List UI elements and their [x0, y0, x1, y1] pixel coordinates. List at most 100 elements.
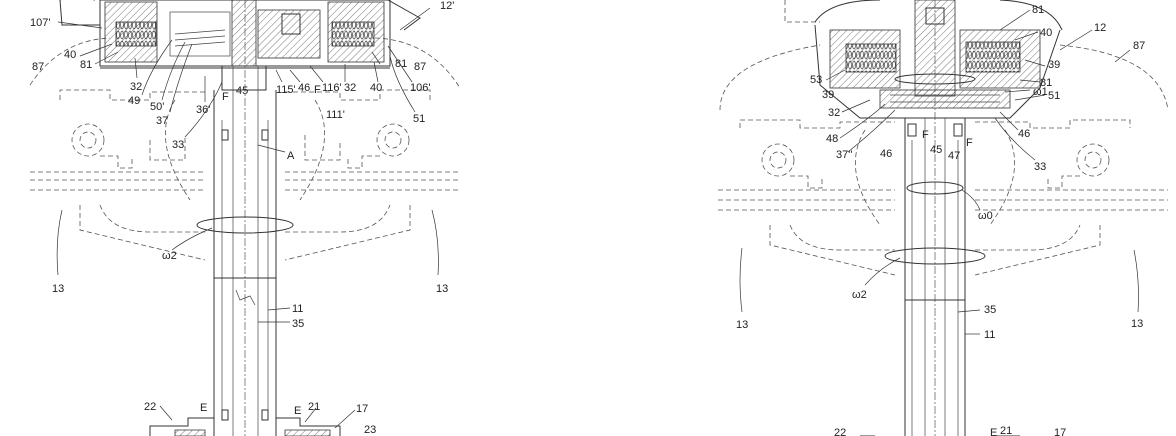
label-r47: 47	[948, 150, 960, 162]
label-106: 106'	[410, 82, 430, 94]
label-87b: 87	[414, 61, 426, 73]
label-13a: 13	[52, 283, 64, 295]
label-40a: 40	[64, 49, 76, 61]
right-dome-right	[1059, 44, 1169, 111]
leader-46	[289, 69, 301, 83]
leader-r53	[825, 69, 846, 81]
left-flange-right	[276, 417, 341, 436]
label-rE: E	[990, 427, 997, 436]
right-cap-right	[999, 0, 1063, 31]
label-40b: 40	[370, 82, 382, 94]
label-12: 12'	[440, 0, 454, 12]
leader-r81a	[999, 9, 1031, 31]
leader-r51	[1014, 94, 1046, 101]
leader-r87	[1114, 49, 1131, 63]
label-r87: 87	[1133, 40, 1145, 52]
left-flange-left	[149, 417, 214, 436]
right-cap-left	[814, 0, 881, 23]
left-flange-hatch-l	[174, 429, 206, 436]
label-E-right: E	[294, 405, 301, 417]
label-45: 45	[236, 85, 248, 97]
label-r17: 17	[1054, 427, 1066, 436]
label-r22: 22	[834, 427, 846, 436]
right-gear-teeth	[890, 94, 1000, 103]
label-23: 23	[364, 424, 376, 436]
left-flange-hatch-r	[284, 429, 331, 436]
label-35: 35	[292, 318, 304, 330]
left-bearing-1	[221, 129, 229, 141]
leader-50	[161, 41, 186, 101]
right-control-line	[784, 0, 820, 23]
left-shaft-break	[235, 289, 256, 306]
leader-116	[309, 65, 324, 83]
label-r21: 21	[1000, 425, 1012, 436]
label-r11: 11	[984, 329, 995, 341]
left-rotation-w2-ellipse	[196, 216, 294, 234]
label-81b: 81	[395, 58, 407, 70]
left-dome-right	[374, 37, 461, 89]
label-22: 22	[144, 401, 156, 413]
right-rotation-w0-ellipse	[906, 181, 964, 195]
leader-r37	[847, 109, 896, 153]
left-housing-outline	[59, 0, 100, 26]
left-coil-right	[331, 21, 375, 47]
left-arrow-13a	[56, 209, 63, 276]
left-hex-nut	[281, 13, 301, 35]
right-arrow-13a	[739, 247, 743, 313]
leader-51	[389, 55, 416, 113]
leader-r48	[839, 103, 886, 139]
label-32b: 32	[344, 82, 356, 94]
label-46: 46	[298, 82, 310, 94]
label-r32: 32	[828, 107, 840, 119]
left-surround-dashed	[30, 89, 460, 261]
label-r39b: 39	[1048, 59, 1060, 71]
leader-40b	[373, 61, 379, 83]
leader-r33	[994, 117, 1036, 161]
label-17: 17	[356, 403, 368, 415]
leader-22	[159, 405, 173, 421]
left-bearing-3	[221, 409, 229, 421]
label-A: A	[287, 150, 295, 162]
leader-11	[267, 307, 291, 311]
label-11: 11	[292, 303, 303, 315]
left-coil-left	[115, 21, 157, 47]
label-rF2: F	[966, 137, 973, 149]
leader-21	[304, 407, 317, 423]
right-gear-plate	[879, 89, 1011, 109]
left-right-bracket	[387, 0, 421, 31]
label-111: 111'	[326, 109, 345, 121]
label-r81b: 81	[1040, 77, 1052, 89]
label-116: 116'	[322, 82, 342, 94]
right-surround-dashed	[718, 119, 1168, 276]
leader-r35	[957, 309, 981, 313]
right-coil-right	[965, 41, 1021, 73]
label-F-left: F	[222, 91, 229, 103]
left-w2-leader	[171, 227, 213, 251]
label-13b: 13	[436, 283, 448, 295]
left-bearing-block	[221, 65, 267, 91]
right-dome-left	[719, 44, 821, 111]
label-107: 107'	[30, 17, 50, 29]
leader-r40	[1014, 31, 1039, 41]
label-r81a: 81	[1032, 4, 1044, 16]
leader-81b	[371, 51, 381, 65]
right-coil-left	[845, 43, 897, 73]
figure-left: 107' 12' 40 81 87 32 49 50' 37 36' 33 F …	[29, 0, 461, 436]
leader-37	[169, 43, 193, 113]
label-49: 49	[128, 95, 140, 107]
left-bearing-2	[261, 129, 269, 141]
right-bearing-2	[953, 123, 963, 137]
label-115: 115'	[276, 84, 296, 96]
leader-107	[57, 21, 103, 29]
left-rotor-left	[169, 11, 231, 57]
label-r37: 37''	[836, 149, 852, 161]
label-rw0: ω0	[978, 210, 993, 222]
leader-32a	[134, 57, 138, 79]
leader-r32	[841, 99, 871, 113]
label-32a: 32	[130, 81, 142, 93]
left-rotor-lines	[174, 29, 226, 47]
label-87a: 87	[32, 61, 44, 73]
leader-106	[387, 45, 413, 83]
label-r40: 40	[1040, 27, 1052, 39]
right-bearing-1	[907, 123, 917, 137]
